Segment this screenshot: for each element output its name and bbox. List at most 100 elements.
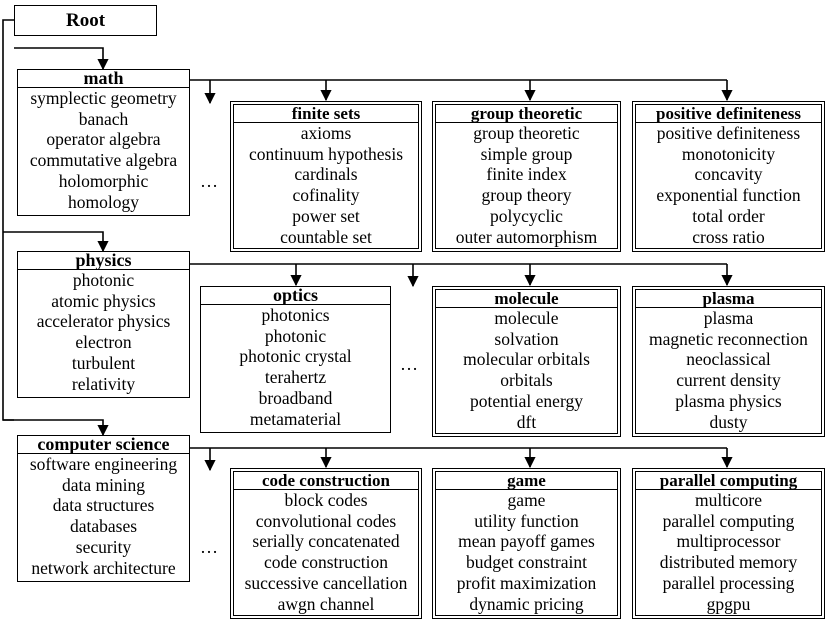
list-item: broadband xyxy=(258,387,333,408)
list-item: photonics xyxy=(261,305,330,325)
topic-title: finite sets xyxy=(234,105,418,123)
topic-title: group theoretic xyxy=(436,105,617,123)
list-item: magnetic reconnection xyxy=(649,328,808,349)
list-item: banach xyxy=(78,108,129,129)
list-item: network architecture xyxy=(31,557,176,578)
list-item: software engineering xyxy=(29,454,178,474)
list-item: molecular orbitals xyxy=(463,349,590,370)
list-item: relativity xyxy=(71,373,136,394)
list-item: plasma xyxy=(703,308,754,328)
list-item: metamaterial xyxy=(249,408,342,429)
domain-physics: physics photonic atomic physics accelera… xyxy=(17,251,190,398)
list-item: utility function xyxy=(474,510,579,531)
list-item: block codes xyxy=(284,490,368,510)
list-item: awgn channel xyxy=(277,593,375,614)
topic-title: parallel computing xyxy=(636,472,821,490)
more-topics-ellipsis: … xyxy=(200,171,219,191)
list-item: countable set xyxy=(280,226,372,247)
list-item: terahertz xyxy=(264,367,327,388)
topic-title: optics xyxy=(201,286,390,305)
list-item: simple group xyxy=(480,143,573,164)
list-item: plasma physics xyxy=(675,390,782,411)
list-item: multiprocessor xyxy=(676,531,781,552)
list-item: electron xyxy=(75,332,132,353)
topic-finite-sets: finite sets axioms continuum hypothesis … xyxy=(230,101,422,252)
list-item: current density xyxy=(676,370,781,391)
list-item: parallel computing xyxy=(662,510,795,531)
list-item: finite index xyxy=(486,164,567,185)
list-item: axioms xyxy=(300,123,352,143)
list-item: serially concatenated xyxy=(252,531,400,552)
list-item: security xyxy=(75,536,132,557)
root-to-physics-line xyxy=(3,231,109,253)
list-item: cardinals xyxy=(294,164,358,185)
list-item: successive cancellation xyxy=(244,572,408,593)
list-item: multicore xyxy=(694,490,763,510)
more-topics-ellipsis: … xyxy=(400,354,419,374)
list-item: mean payoff games xyxy=(458,531,595,552)
more-topics-ellipsis: … xyxy=(200,537,219,557)
domain-title: computer science xyxy=(18,435,189,454)
list-item: dynamic pricing xyxy=(469,593,584,614)
list-item: total order xyxy=(692,205,765,226)
list-item: dusty xyxy=(709,411,748,432)
topic-molecule: molecule molecule solvation molecular or… xyxy=(432,286,621,437)
list-item: positive definiteness xyxy=(656,123,801,143)
domain-title: math xyxy=(18,69,189,88)
list-item: outer automorphism xyxy=(455,226,598,247)
list-item: dft xyxy=(516,411,537,432)
list-item: power set xyxy=(292,205,360,226)
list-item: data structures xyxy=(52,495,155,516)
list-item: molecule xyxy=(494,308,559,328)
list-item: cofinality xyxy=(292,185,360,206)
root-node: Root xyxy=(14,5,157,36)
list-item: data mining xyxy=(61,474,146,495)
list-item: continuum hypothesis xyxy=(248,143,404,164)
root-to-cs-line xyxy=(3,419,109,437)
domain-math: math symplectic geometry banach operator… xyxy=(17,69,190,216)
list-item: group theoretic xyxy=(473,123,580,143)
root-label: Root xyxy=(65,9,106,31)
list-item: concavity xyxy=(694,164,763,185)
domain-computer-science: computer science software engineering da… xyxy=(17,435,190,582)
topic-title: molecule xyxy=(436,290,617,308)
list-item: photonic xyxy=(264,325,327,346)
list-item: monotonicity xyxy=(681,143,776,164)
topic-parallel-computing: parallel computing multicore parallel co… xyxy=(632,468,825,619)
root-to-math-line xyxy=(14,47,109,71)
topic-code-construction: code construction block codes convolutio… xyxy=(230,468,422,619)
list-item: photonic xyxy=(72,270,135,290)
list-item: operator algebra xyxy=(46,129,161,150)
list-item: budget constraint xyxy=(465,552,587,573)
list-item: gpgpu xyxy=(706,593,751,614)
topic-plasma: plasma plasma magnetic reconnection neoc… xyxy=(632,286,825,437)
list-item: polycyclic xyxy=(490,205,563,226)
list-item: exponential function xyxy=(656,185,801,206)
list-item: game xyxy=(507,490,546,510)
list-item: holomorphic xyxy=(58,170,149,191)
list-item: convolutional codes xyxy=(255,510,397,531)
list-item: symplectic geometry xyxy=(30,88,177,108)
topic-positive-definiteness: positive definiteness positive definiten… xyxy=(632,101,825,252)
list-item: neoclassical xyxy=(686,349,771,370)
topic-title: game xyxy=(436,472,617,490)
list-item: group theory xyxy=(481,185,572,206)
list-item: orbitals xyxy=(500,370,553,391)
list-item: cross ratio xyxy=(692,226,765,247)
topic-title: plasma xyxy=(636,290,821,308)
list-item: commutative algebra xyxy=(29,150,178,171)
list-item: homology xyxy=(68,191,139,212)
root-trunk xyxy=(2,19,14,421)
list-item: solvation xyxy=(494,328,559,349)
list-item: photonic crystal xyxy=(239,346,352,367)
domain-title: physics xyxy=(18,251,189,270)
list-item: parallel processing xyxy=(662,572,795,593)
list-item: distributed memory xyxy=(659,552,798,573)
topic-title: code construction xyxy=(234,472,418,490)
list-item: code construction xyxy=(264,552,388,573)
list-item: profit maximization xyxy=(456,572,597,593)
list-item: accelerator physics xyxy=(36,311,171,332)
list-item: turbulent xyxy=(71,352,136,373)
topic-group-theoretic: group theoretic group theoretic simple g… xyxy=(432,101,621,252)
